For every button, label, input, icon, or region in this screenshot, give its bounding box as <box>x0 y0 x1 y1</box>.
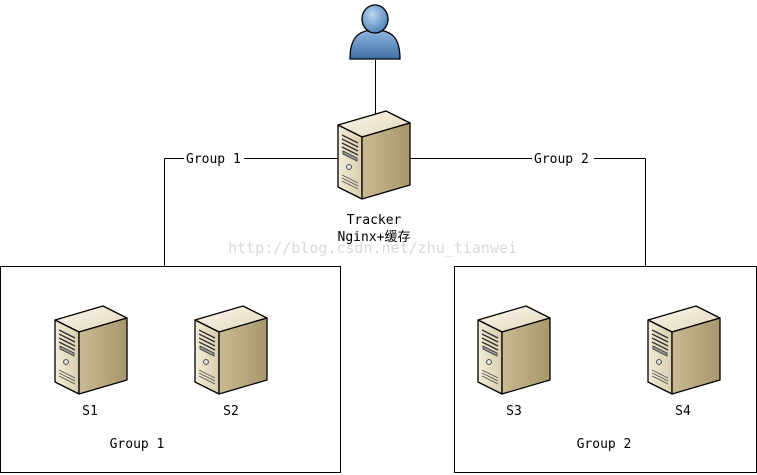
group-1-label: Group 1 <box>110 437 165 452</box>
server-icon <box>337 110 411 200</box>
tracker-subtitle: Nginx+缓存 <box>338 230 411 245</box>
link-right-label: Group 2 <box>534 152 589 167</box>
server-s3 <box>477 305 551 395</box>
server-icon <box>477 305 551 395</box>
server-s2 <box>194 305 268 395</box>
link-right-label-bg <box>532 150 594 166</box>
server-s4-label: S4 <box>675 404 691 419</box>
group-box-1: S1 S2 Group 1 <box>0 266 341 473</box>
server-s1 <box>54 305 128 395</box>
tracker-server <box>337 110 411 200</box>
group-box-2: S3 S4 Group 2 <box>454 266 757 473</box>
server-s3-label: S3 <box>506 404 522 419</box>
server-s2-label: S2 <box>223 404 239 419</box>
group-2-label: Group 2 <box>577 437 632 452</box>
server-icon <box>194 305 268 395</box>
server-s4 <box>647 305 721 395</box>
user-icon <box>349 4 401 60</box>
server-icon <box>647 305 721 395</box>
server-s1-label: S1 <box>82 404 98 419</box>
watermark: http://blog.csdn.net/zhu_tianwei <box>228 239 517 257</box>
link-left-label-bg <box>184 150 244 166</box>
server-icon <box>54 305 128 395</box>
group-1-border <box>0 266 341 473</box>
tracker-name: Tracker <box>347 213 402 228</box>
link-left-label: Group 1 <box>186 152 241 167</box>
